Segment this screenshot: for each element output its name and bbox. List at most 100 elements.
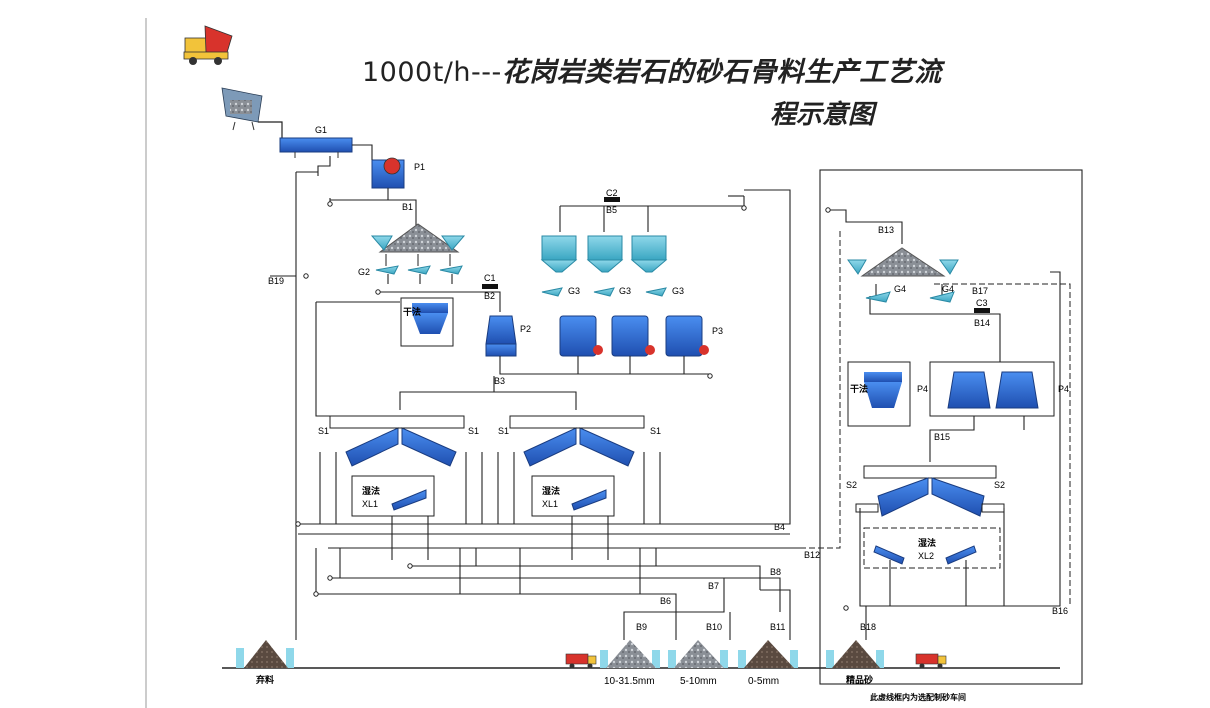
label-s2-2: S2 [994,480,1005,490]
stockpile-5-10 [668,640,728,668]
label-b12: B12 [804,550,820,560]
vibrating-screen-s2 [855,465,1005,517]
label-s1-2: S1 [468,426,479,436]
truck-icon-2 [915,653,947,669]
stockpile-fine-sand [826,640,884,668]
pulley [741,205,747,211]
sand-washer-xl1 [351,475,615,517]
pulley [843,605,849,611]
label-wet-1: 湿法 [362,485,380,496]
label-g1: G1 [315,125,327,135]
sand-makers-p4 [929,361,1055,417]
flow-line [258,121,283,138]
label-b17: B17 [972,286,988,296]
receiving-hopper-icon [221,87,263,131]
flow-lines-top [270,144,417,640]
label-b15: B15 [934,432,950,442]
label-product-3: 0-5mm [748,676,779,687]
belt-scale-c3 [974,308,990,313]
label-b1: B1 [402,202,413,212]
label-g4-1: G4 [894,284,906,294]
label-s2-1: S2 [846,480,857,490]
pulley [303,273,309,279]
stockpile-waste [236,640,294,668]
label-b5: B5 [606,205,617,215]
pulley [327,575,333,581]
stockpile-10-31-5 [600,640,660,668]
label-s1-3: S1 [498,426,509,436]
dust-collector-1 [400,297,454,347]
stockpile-0-5 [738,640,798,668]
vibrating-screens-s1 [329,415,645,467]
feeders-g2 [375,254,463,275]
label-waste: 弃料 [256,674,274,685]
sand-washer-xl2 [863,527,1001,569]
label-b6: B6 [660,596,671,606]
label-b8: B8 [770,567,781,577]
title-line1: 花岗岩类岩石的砂石骨料生产工艺流 [501,57,942,88]
stockpile-1 [370,223,466,253]
label-c2: C2 [606,188,618,198]
truck-icon-1 [565,653,597,669]
belt-scale-c1 [482,284,498,289]
pulley [313,591,319,597]
flow-lines-b5 [559,195,745,232]
flow-line-b12 [800,230,841,549]
pulley [327,201,333,207]
label-b2: B2 [484,291,495,301]
pulley [707,373,713,379]
jaw-crusher-p1 [371,157,405,189]
label-dry-1: 干法 [403,306,421,317]
label-b11: B11 [770,622,785,632]
flow-lines-b2 [376,274,501,312]
feeders-g4 [865,291,955,303]
label-b16: B16 [1052,606,1068,616]
cone-crushers-p3 [559,315,709,357]
diagram-title-line1: 1000t/h---花岗岩类岩石的砂石骨料生产工艺流 [362,50,942,89]
pulley [375,289,381,295]
vibrating-feeder-g1 [279,137,353,158]
label-g4-2: G4 [942,284,954,294]
flow-lines-screens [298,189,800,640]
label-b3: B3 [494,376,505,386]
label-b18: B18 [860,622,876,632]
label-b9: B9 [636,622,647,632]
pulley [825,207,831,213]
label-s1-4: S1 [650,426,661,436]
label-g3-1: G3 [568,286,580,296]
label-p2: P2 [520,324,531,334]
footnote: 此虚线框内为选配制砂车间 [870,692,966,702]
title-prefix: 1000t/h--- [362,57,502,88]
label-b14: B14 [974,318,990,328]
label-p3: P3 [712,326,723,336]
label-wet-3: 湿法 [918,537,936,548]
label-p4-1: P4 [917,384,928,394]
label-dry-2: 干法 [850,383,868,394]
label-c3: C3 [976,298,988,308]
label-g3-2: G3 [619,286,631,296]
label-g3-3: G3 [672,286,684,296]
flow-line-b17 [934,283,1071,606]
label-fine-sand: 精品砂 [846,674,873,685]
label-product-1: 10-31.5mm [604,676,655,687]
label-g2: G2 [358,267,370,277]
label-b4: B4 [774,522,785,532]
feeders-g3 [541,287,667,297]
label-xl1-1: XL1 [362,499,378,509]
label-product-2: 5-10mm [680,676,717,687]
cone-crusher-p2 [485,315,517,357]
pulley [295,521,301,527]
label-s1-1: S1 [318,426,329,436]
label-b7: B7 [708,581,719,591]
label-b13: B13 [878,225,894,235]
label-xl2: XL2 [918,551,934,561]
label-c1: C1 [484,273,496,283]
pulley [407,563,413,569]
label-wet-2: 湿法 [542,485,560,496]
dust-collector-2 [847,361,911,427]
label-b10: B10 [706,622,722,632]
belt-scale-c2 [604,197,620,202]
dump-truck-icon [183,25,233,65]
label-p4-2: P4 [1058,384,1069,394]
